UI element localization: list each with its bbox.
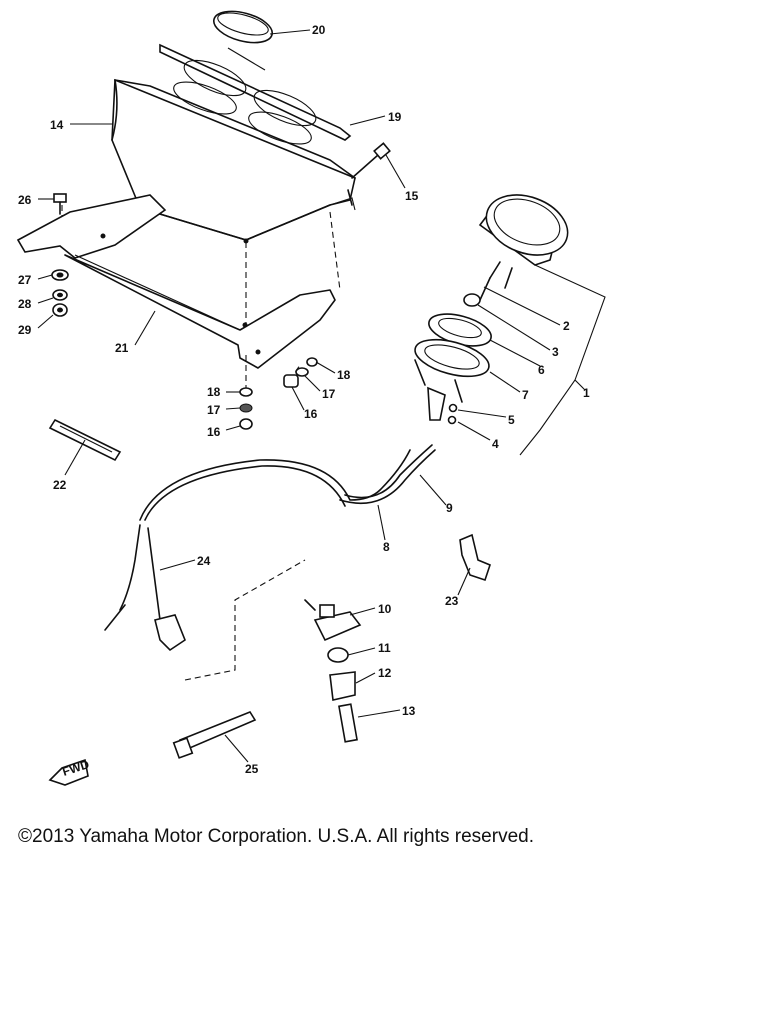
part-14-housing xyxy=(111,78,356,244)
part-24-cable xyxy=(104,524,186,652)
callout-25: 25 xyxy=(245,762,259,776)
callout-8: 8 xyxy=(383,540,390,554)
callout-1: 1 xyxy=(583,386,590,400)
part-20-cap xyxy=(212,10,274,44)
part-17-washer-right xyxy=(295,367,309,377)
callout-15: 15 xyxy=(405,189,419,203)
part-9-cable xyxy=(339,444,436,504)
part-5-washer xyxy=(448,403,458,413)
part-21-bracket xyxy=(16,194,336,369)
callout-24: 24 xyxy=(197,554,211,568)
callout-29: 29 xyxy=(18,323,32,337)
part-18-washer-right xyxy=(306,357,318,367)
callout-18-right: 18 xyxy=(337,368,351,382)
part-7-case xyxy=(414,338,490,421)
part-16-nut-right xyxy=(283,374,299,388)
callout-14: 14 xyxy=(50,118,64,132)
callout-3: 3 xyxy=(552,345,559,359)
callout-21: 21 xyxy=(115,341,129,355)
callout-5: 5 xyxy=(508,413,515,427)
callout-28: 28 xyxy=(18,297,32,311)
callout-27: 27 xyxy=(18,273,32,287)
callout-6: 6 xyxy=(538,363,545,377)
part-8-cable xyxy=(139,449,411,521)
part-15-bolt xyxy=(351,142,391,179)
callout-16-left: 16 xyxy=(207,425,221,439)
part-23-clamp xyxy=(459,533,491,582)
callout-19: 19 xyxy=(388,110,402,124)
callout-7: 7 xyxy=(522,388,529,402)
callout-16-right: 16 xyxy=(304,407,318,421)
part-3-grommet xyxy=(463,293,481,307)
part-29-nut xyxy=(52,303,68,317)
callout-23: 23 xyxy=(445,594,459,608)
part-13-shaft xyxy=(338,703,358,743)
part-16-nut-left xyxy=(239,418,253,430)
fwd-arrow-icon: FWD xyxy=(48,757,91,786)
copyright-notice: ©2013 Yamaha Motor Corporation. U.S.A. A… xyxy=(18,826,534,847)
part-10-gear-housing xyxy=(304,599,362,642)
callout-9: 9 xyxy=(446,501,453,515)
exploded-parts-diagram: FWD 20 19 14 15 26 27 28 29 21 18 17 16 … xyxy=(16,10,606,786)
part-27-washer xyxy=(51,269,69,281)
part-28-washer xyxy=(52,289,68,301)
part-19-plate xyxy=(159,43,352,141)
part-18-washer-left xyxy=(239,387,253,397)
callout-11: 11 xyxy=(378,641,391,655)
callout-12: 12 xyxy=(378,666,392,680)
callout-20: 20 xyxy=(312,23,326,37)
callout-18-left: 18 xyxy=(207,385,221,399)
callout-2: 2 xyxy=(563,319,570,333)
callout-22: 22 xyxy=(53,478,67,492)
part-25-tool xyxy=(172,711,257,759)
callout-26: 26 xyxy=(18,193,32,207)
part-4-nut xyxy=(447,415,457,425)
callout-10: 10 xyxy=(378,602,392,616)
callout-13: 13 xyxy=(402,704,416,718)
callout-17-left: 17 xyxy=(207,403,221,417)
callout-4: 4 xyxy=(492,437,499,451)
part-2-meter xyxy=(478,194,569,301)
callout-17-right: 17 xyxy=(322,387,336,401)
part-11-washer xyxy=(327,647,349,663)
part-26-bolt xyxy=(53,193,67,215)
part-12-gear xyxy=(329,671,356,701)
part-17-washer-left xyxy=(239,403,253,413)
